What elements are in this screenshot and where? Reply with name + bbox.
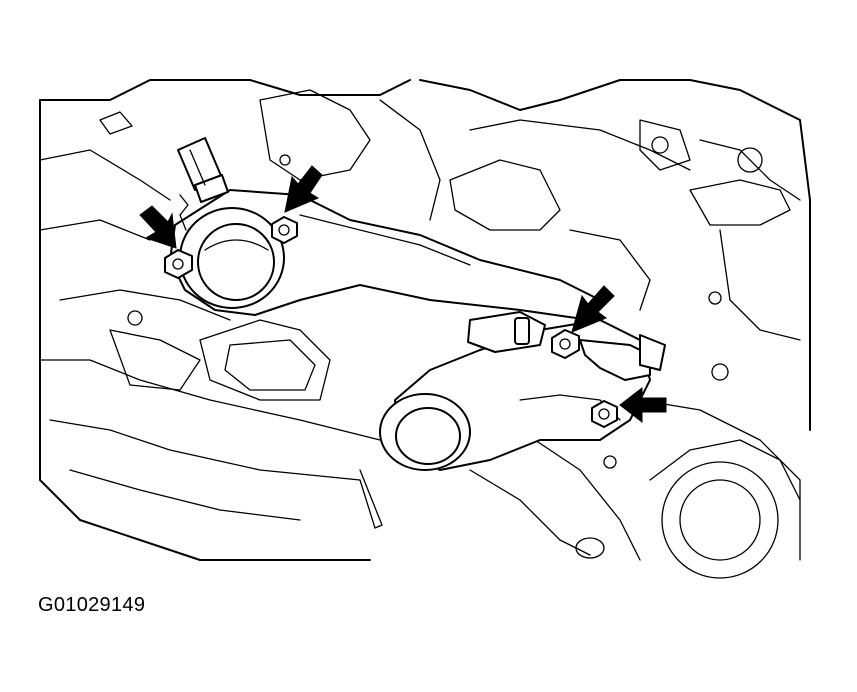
bolt-lower-left xyxy=(551,329,580,359)
arrow-lower-right xyxy=(619,386,667,424)
arrow-upper-right xyxy=(284,165,323,213)
bolt-lower-right xyxy=(591,400,618,428)
engine-block-outline xyxy=(39,79,811,579)
figure-code: G01029149 xyxy=(38,594,146,616)
lower-water-inlet xyxy=(379,311,666,471)
bolt-upper-right xyxy=(271,216,298,244)
upper-water-outlet xyxy=(169,189,601,321)
temperature-sensor xyxy=(177,137,229,231)
arrow-upper-left xyxy=(139,205,177,249)
bolt-upper-left xyxy=(164,249,193,279)
arrow-lower-left xyxy=(571,285,615,333)
